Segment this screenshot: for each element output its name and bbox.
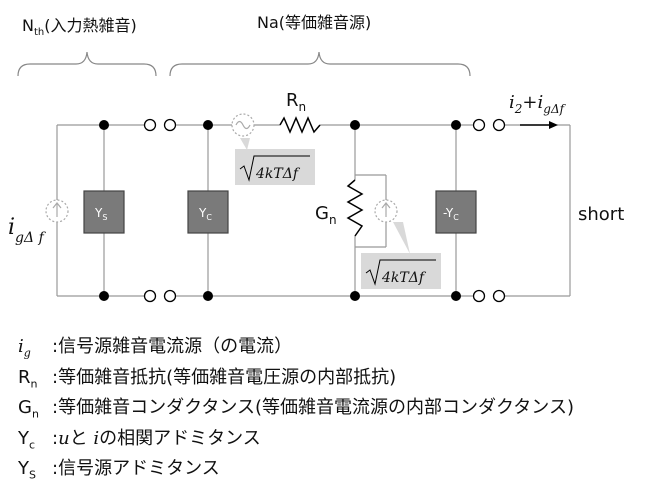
noise-current-formula: 4kTΔf [361,222,441,289]
legend-row-ys: YS : 信号源アドミタンス [18,458,220,482]
svg-text:YS: YS [94,206,107,222]
rn-label: Rn [286,90,306,114]
legend-row-yc: Yc : uと iの相関アドミタンス [18,427,261,452]
noise-voltage-formula: 4kTΔf [235,138,315,185]
legend: ig : 信号源雑音電流源（の電流） Rn : 等価雑音抵抗(等価雑音電圧源の内… [18,335,574,488]
na-header: Na(等価雑音源) [257,13,371,32]
svg-text:-YC: -YC [443,206,459,222]
svg-text:4kTΔf: 4kTΔf [255,166,301,182]
neg-yc-box: -YC [435,190,477,234]
ys-box: YS [83,190,125,234]
gn-resistor [346,179,364,237]
rn-resistor [279,116,321,134]
nth-header: Nth(入力熱雑音) [22,16,137,38]
yc-box: YC [187,190,229,234]
ig-source-label: igΔ f [8,215,47,246]
noise-voltage-source [231,113,255,137]
output-current-label: i2+igΔf [509,92,567,116]
legend-row-rn: Rn : 等価雑音抵抗(等価雑音電圧源の内部抵抗) [18,366,397,391]
gn-label: Gn [315,203,337,227]
input-noise-current-source [45,199,69,223]
nodes [99,120,461,301]
nth-brace [17,51,157,77]
short-label: short [578,204,624,225]
svg-text:YC: YC [198,206,212,222]
circuit-diagram: Nth(入力熱雑音) Na(等価雑音源) Rn Gn [8,13,624,303]
output-arrow-head [549,121,558,129]
svg-text:4kTΔf: 4kTΔf [381,270,427,286]
wires [56,124,571,297]
legend-row-ig: ig : 信号源雑音電流源（の電流） [18,336,293,360]
na-brace [169,51,471,77]
terminals [143,118,506,303]
gn-noise-current-source [374,199,398,223]
legend-row-gn: Gn : 等価雑音コンダクタンス(等価雑音電流源の内部コンダクタンス) [18,397,574,421]
